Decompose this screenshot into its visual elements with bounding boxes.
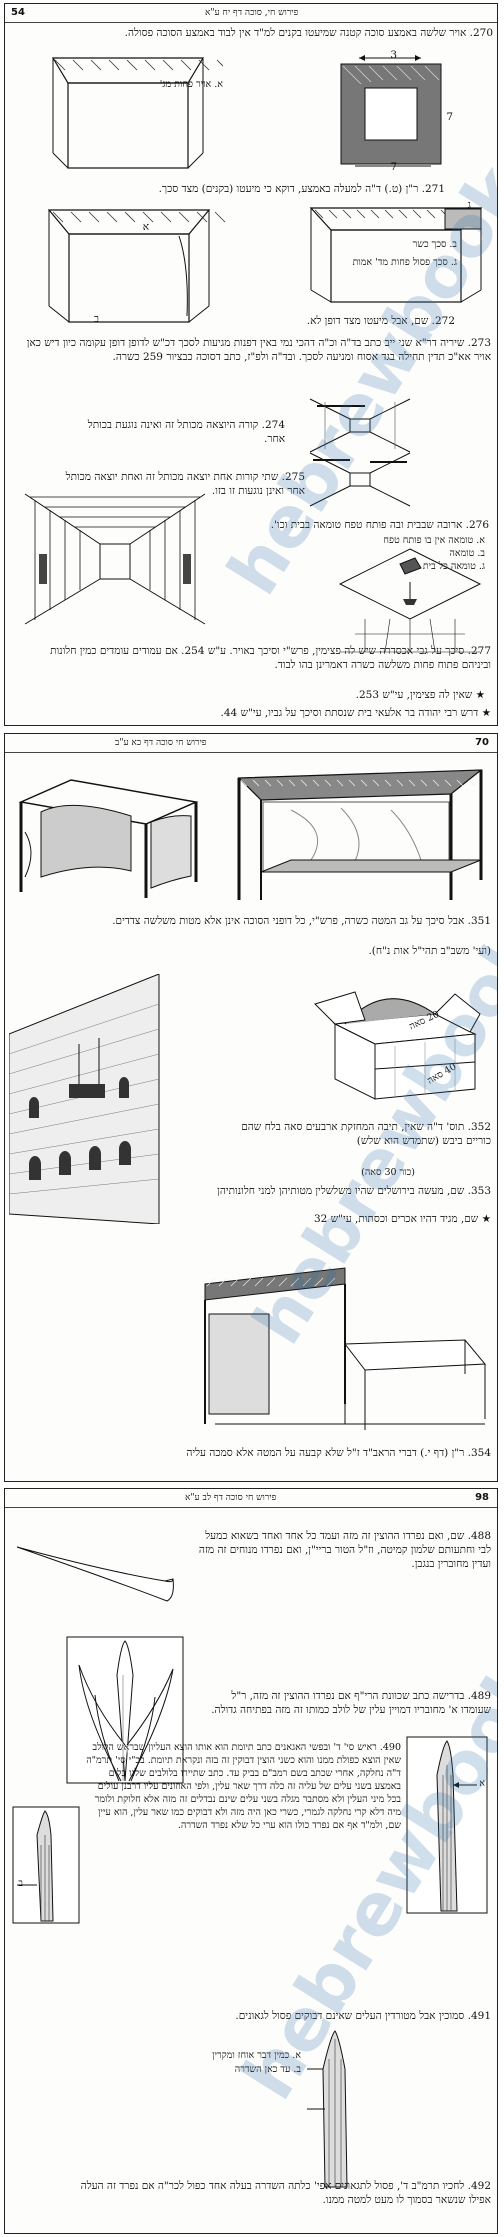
item-490: 490. ראיש סי' ד' ובפשי האגאנים כתב תיומת… [86,1742,401,1831]
label-avir: א. אויר פחות מג' [159,79,223,90]
item-351-ref: (ועי' משב"ב תהי"ל אות נ"ח). [368,945,491,957]
item-273: 273. שיריה דר"א שני ייב כתב בד"ה וכ"ה דה… [26,337,491,363]
label-g: ג [467,199,471,211]
label-tuma-b: ב. טומאה [449,548,485,559]
item-491: 491. סמוכין אבל מטורדין העלים שאינם דבוק… [235,2010,491,2022]
label-491-a: א. כמין דבר אוחז ומקרין [212,2050,301,2061]
label-a: א [142,221,149,233]
star-icon: ★ [478,707,491,719]
item-354: 354. ר"ן (דף י.) דברי הראב"ד ז"ל שלא קבע… [186,1447,491,1459]
label-tuma-c: ג. טומאה כל בית [422,561,485,572]
page-number: 70 [475,737,489,748]
label-kanim: ב. סכך כשר [412,239,457,250]
lulav-right-illustration: א [405,1735,489,1915]
label-b: ב [93,313,99,325]
page-header: 98 פירוש חי סוכה דף לב ע"א [5,1489,497,1508]
frond-strand-illustration [15,1541,185,1611]
page-header: 54 פירוש חי, סוכה דף יח ע"א [5,4,497,23]
item-275: 275. שתי קורות אחת יוצאה מכותל זה ואחת י… [65,471,305,497]
item-353-note: ★ שם, מגיד דהיו אכרים וכסתות, עי"ש 32 [165,1212,491,1226]
page-70: 70 פירוש חי סוכה דף כא ע"ב 351. אבל סי [4,733,498,1482]
item-492: 492. לחכיו תרמ"ב ד', פסול לתגאונים אפי' … [80,2180,491,2206]
page-footer: ★ דרש רבי יהודה בר אלעאי בית שנסתת וסיכך… [25,706,491,720]
sukkah-illustration-271: א ב [29,200,229,332]
page-number: 54 [11,7,25,18]
item-276: 276. ארובה שבבית ובה פותח טפח טומאה בבית… [270,519,489,531]
label-tuma-a: א. טומאה אין בו פותח טפח [383,535,485,546]
bed-sukkah-illustration [11,772,201,902]
sukkah-illustration-270: א. אויר פחות מג' [33,48,223,178]
dim-7: 7 [446,111,453,123]
item-489: 489. בדרישה כתב שכוונת הרי"ף אם נפרדו הה… [211,1690,491,1716]
page-title: פירוש חי, סוכה דף יח ע"א [205,8,299,18]
item-277: 277. סיכך על גבי אכסדרה שיש לה פצימין, פ… [50,645,491,671]
item-351: 351. אבל סיכך על גב המטה כשרה, פרש"י, כל… [112,915,491,927]
note-253-text: שאין לה פצימין, עי"ש 253. [355,689,473,701]
lulav-tall-illustration [305,2029,365,2189]
label-491-b: ב. עד כאן השדרה [234,2064,301,2075]
lulav-spread-illustration [65,1635,185,1785]
footer-text: דרש רבי יהודה בר אלעאי בית שנסתת וסיכך ע… [220,707,479,719]
corridor-illustration-274 [305,394,415,454]
box-illustration: 20 סאה 40 סאה [305,984,485,1104]
item-352-note: (כור 30 סאה) [361,1167,415,1178]
item-352: 352. תוס' ד"ה שאין, תיבה המחזקת ארבעים ס… [241,1121,491,1147]
top-view-diagram-270: 3 7 7 [335,49,455,173]
sukkah-illustration-272: ג ב. סכך כשר ג. סכך פסול פחות מד' אמות [301,199,491,312]
house-illustration-276 [335,544,485,654]
page-54: 54 פירוש חי, סוכה דף יח ע"א 270. אויר של… [4,3,498,726]
item-271: 271. ר"ן (ט.) ד"ה למעלה באמצע, דוקא כי מ… [158,183,445,195]
label-sechach: ג. סכך פסול פחות מד' אמות [352,257,457,268]
star-icon: ★ [478,1213,491,1225]
corridor-illustration-275 [305,448,415,508]
dim-7-bottom: 7 [390,161,397,173]
page-header: 70 פירוש חי סוכה דף כא ע"ב [5,734,497,753]
page-title: פירוש חי סוכה דף לב ע"א [185,1493,277,1503]
item-272: 272. שם, אבל מיעטו מצד דופן לא. [306,315,455,327]
item-274: 274. קורה היוצאה מכותל זה ואינה נוגעת בכ… [87,419,285,445]
lulav-left-illustration: ב [11,1805,81,1925]
bed-canopy-illustration [231,760,493,910]
wall-illustration [9,974,179,1224]
item-270: 270. אויר שלשה באמצע סוכה קטנה שמיעטו בק… [124,27,493,39]
page-98: 98 פירוש חי סוכה דף לב ע"א 488. שם, ואם … [4,1488,498,2234]
label-b: ב [18,1878,23,1889]
label-a: א [479,1778,485,1789]
colonnade-illustration-277 [15,474,215,636]
dim-3: 3 [390,49,397,61]
note-253: ★ שאין לה פצימין, עי"ש 253. [265,688,485,702]
item-353: 353. שם, מעשה בירושלים שהיו משלשלין מטות… [217,1185,491,1197]
sukkah-bed-interior-illustration [195,1254,491,1434]
item-488: 488. שם, ואם נפרדו ההוצין זה מזה ועמד כל… [198,1530,491,1570]
star-icon: ★ [472,689,485,701]
page-number: 98 [475,1492,489,1503]
page-title: פירוש חי סוכה דף כא ע"ב [115,738,207,748]
item-353-note-text: שם, מגיד דהיו אכרים וכסתות, עי"ש 32 [314,1213,479,1225]
